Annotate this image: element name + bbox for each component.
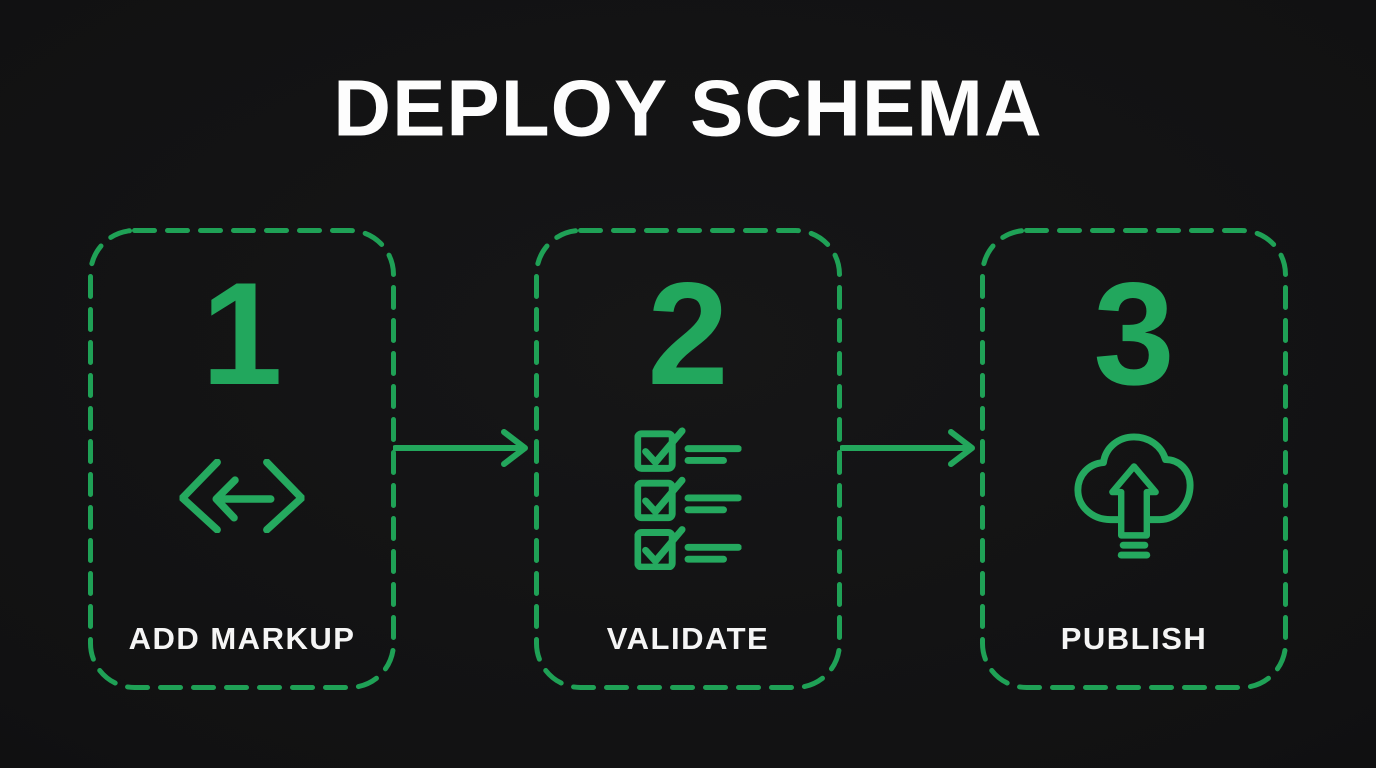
step-card-validate: 2 VALIDATE [534, 228, 842, 690]
step-label: VALIDATE [606, 621, 770, 656]
step-label: PUBLISH [1060, 621, 1208, 656]
step-card-publish: 3 PUBLISH [980, 228, 1288, 690]
step-number: 3 [1093, 252, 1175, 415]
right-arrow-icon [393, 426, 531, 470]
step-card-add-markup: 1 ADD MARKUP [88, 228, 396, 690]
step-number: 1 [201, 252, 283, 415]
cloud-upload-icon [1070, 431, 1198, 561]
dashed-border [534, 228, 842, 690]
right-arrow-icon [840, 426, 978, 470]
code-arrow-icon [179, 459, 305, 533]
step-label: ADD MARKUP [128, 621, 356, 656]
dashed-border [88, 228, 396, 690]
page-title: DEPLOY SCHEMA [333, 63, 1043, 153]
dashed-border [980, 228, 1288, 690]
checklist-icon [634, 422, 742, 570]
step-number: 2 [647, 252, 729, 415]
